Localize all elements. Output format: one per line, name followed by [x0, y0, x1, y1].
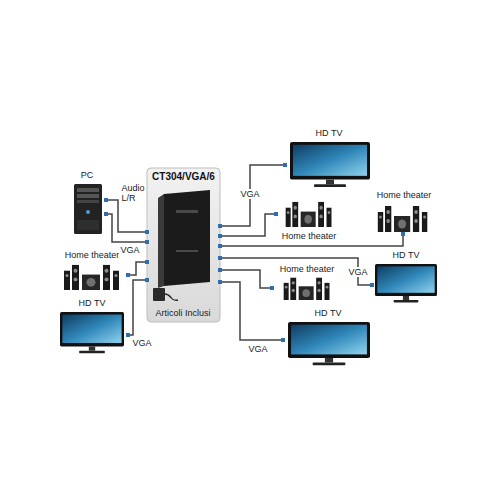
device-label: HD TV — [283, 308, 373, 318]
device-label: Home theater — [56, 250, 128, 260]
device-label: Home theater — [368, 190, 440, 200]
cable-plug — [283, 163, 287, 167]
cable-plug — [218, 224, 222, 228]
cable-plug — [145, 278, 149, 282]
cable-plug — [274, 212, 278, 216]
speaker-set — [64, 265, 119, 290]
cable-label: VGA — [247, 344, 268, 354]
device-label: HD TV — [285, 128, 373, 138]
cable-line — [128, 280, 147, 335]
cable-label: VGA — [239, 189, 260, 199]
cable-plug — [218, 244, 222, 248]
cable-line — [220, 258, 372, 285]
cable-line — [128, 262, 147, 275]
cable-label: VGA — [119, 245, 140, 255]
cable-plug — [270, 286, 274, 290]
tv-icon — [60, 312, 124, 353]
cable-plug — [126, 333, 130, 337]
splitter-panel — [147, 168, 220, 322]
cable-plug — [218, 268, 222, 272]
cable-plug — [370, 283, 374, 287]
cable-label: VGA — [131, 338, 152, 348]
note-label: Articoli Inclusi — [154, 308, 211, 318]
home-theater-node: Home theater — [272, 264, 342, 302]
home-theater-node: Home theater — [276, 198, 342, 242]
cable-plug — [145, 230, 149, 234]
device-label: HD TV — [56, 298, 128, 308]
device-label: PC — [68, 170, 106, 180]
tv-icon — [290, 142, 370, 187]
device-label: Home theater — [276, 231, 342, 241]
cable-label: Audio L/R — [120, 183, 145, 203]
home-theater-node: Home theater — [56, 250, 128, 292]
tv-icon — [288, 322, 370, 365]
splitter-node: CT304/VGA/6 — [147, 168, 220, 322]
speaker-set — [378, 206, 428, 232]
cable-plug — [218, 234, 222, 238]
cable-plug — [104, 212, 108, 216]
cable-plug — [145, 260, 149, 264]
cable-line — [220, 165, 285, 226]
cable-label: VGA — [347, 267, 368, 277]
cable-plug — [104, 198, 108, 202]
device-label: Home theater — [272, 264, 342, 274]
tv-node: HD TV — [285, 128, 373, 190]
cable-plug — [126, 273, 130, 277]
cable-line — [106, 214, 147, 242]
splitter-side — [158, 194, 164, 288]
tv-node: HD TV — [372, 250, 440, 306]
pc-tower — [74, 184, 102, 234]
power-adapter — [153, 288, 165, 301]
cable-plug — [218, 280, 222, 284]
device-title: CT304/VGA/6 — [147, 171, 220, 183]
tv-icon — [375, 264, 437, 302]
speaker-set — [284, 278, 330, 300]
cable-plug — [218, 256, 222, 260]
home-theater-node: Home theater — [368, 190, 440, 234]
device-detail — [176, 210, 198, 213]
cable-plug — [401, 232, 405, 236]
tv-node: HD TV — [283, 308, 373, 368]
cable-line — [220, 270, 272, 288]
device-label: HD TV — [372, 250, 440, 260]
adapter-cable — [165, 294, 178, 300]
cable-line — [220, 282, 283, 340]
device-detail — [176, 250, 198, 252]
cable-plug — [145, 240, 149, 244]
pc-node: PC — [68, 170, 106, 236]
cable-line — [220, 214, 276, 236]
speaker-set — [286, 202, 332, 227]
splitter-device — [164, 190, 210, 286]
tv-node: HD TV — [56, 298, 128, 356]
cable-plug — [281, 338, 285, 342]
